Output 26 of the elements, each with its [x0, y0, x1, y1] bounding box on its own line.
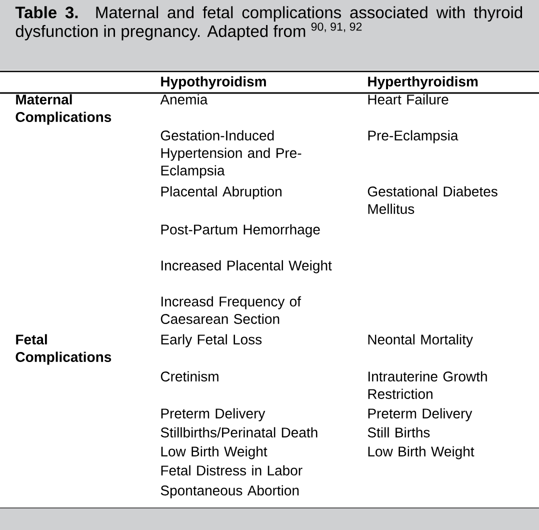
- table-cell: Preterm Delivery: [368, 408, 472, 422]
- table-cell: Post-Partum Hemorrhage: [161, 224, 320, 238]
- table-cell: Gestation-Induced Hypertension and Pre-Eclampsia: [160, 130, 302, 178]
- table-cell: Low Birth Weight: [161, 446, 268, 460]
- row-header: Fetal Complications: [16, 334, 112, 365]
- table-cell: Anemia: [160, 94, 208, 104]
- table-cell: Neontal Mortality: [368, 334, 473, 348]
- column-header: Hyperthyroidism: [368, 76, 478, 90]
- table-cell: Cretinism: [160, 371, 218, 382]
- table-title: Table 3. Maternal and fetal complications associated with thyroid dysfunction in pregnancy. Adapted from $^{90, 91, 92}$: [15, 6, 522, 40]
- table-cell: Gestational Diabetes Mellitus: [368, 186, 498, 214]
- table-cell: Preterm Delivery: [161, 408, 266, 422]
- table-cell: Fetal Distress in Labor: [161, 465, 302, 476]
- table-cell: Intrauterine Growth Restriction: [368, 371, 487, 399]
- row-header: Maternal Complications: [16, 94, 112, 125]
- table-cell: Heart Failure: [368, 94, 448, 104]
- table-cell: Early Fetal Loss: [161, 334, 262, 348]
- table-cell: Stillbirths/Perinatal Death: [160, 427, 318, 438]
- table-cell: Low Birth Weight: [368, 446, 474, 460]
- column-header: Hypothyroidism: [161, 76, 266, 90]
- table-cell: Pre-Eclampsia: [368, 130, 458, 144]
- table-cell: Placental Abruption: [161, 186, 282, 200]
- table-cell: Spontaneous Abortion: [160, 485, 299, 498]
- table-cell: Still Births: [368, 427, 430, 438]
- table-cell: Increasd Frequency of Caesarean Section: [160, 296, 302, 324]
- table-cell: Increased Placental Weight: [162, 260, 332, 274]
